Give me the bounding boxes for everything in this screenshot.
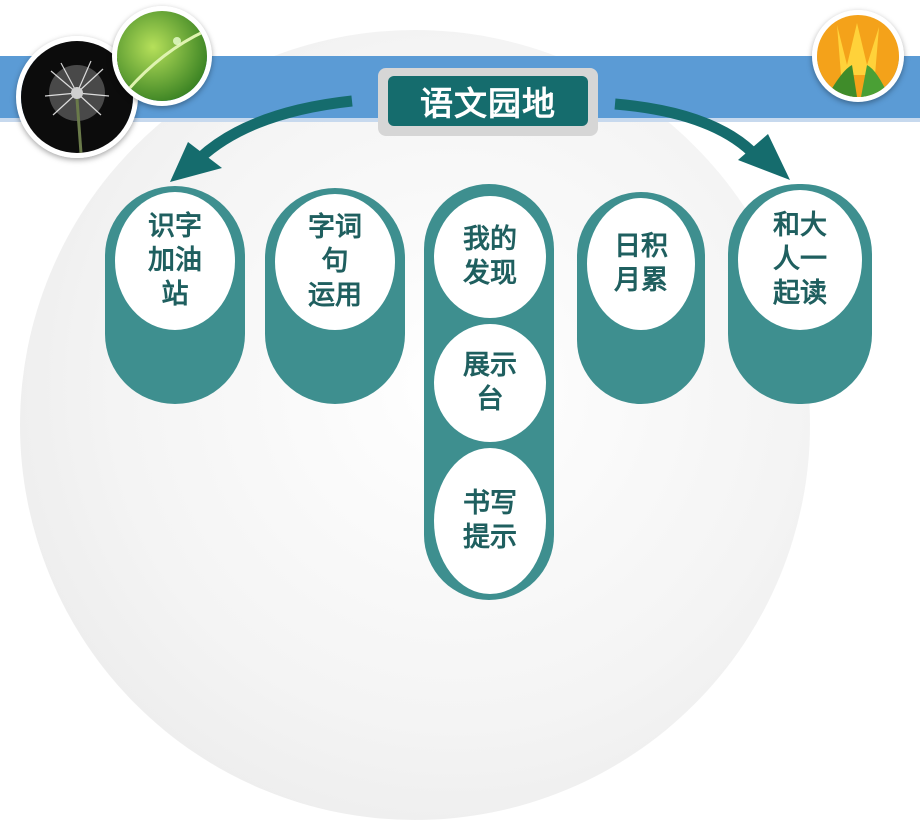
- item-label-2: 字词 句 运用: [308, 212, 362, 311]
- item-bubble-3[interactable]: 日积 月累: [587, 198, 695, 330]
- background-circle: [20, 30, 810, 820]
- center-bubble-3[interactable]: 书写 提示: [434, 448, 546, 594]
- item-bubble-2[interactable]: 字词 句 运用: [275, 194, 395, 330]
- right-arrow-shaft: [614, 98, 756, 157]
- page-title: 语文园地: [388, 76, 588, 126]
- green-leaf-photo-icon: [112, 6, 212, 106]
- left-arrow-shaft: [196, 95, 353, 163]
- center-label-3: 书写 提示: [463, 488, 517, 553]
- center-bubble-2[interactable]: 展示 台: [434, 324, 546, 442]
- right-arrow-head-icon: [738, 134, 790, 180]
- center-label-1: 我的 发现: [463, 224, 517, 289]
- left-arrow-head-icon: [170, 142, 222, 182]
- item-label-4: 和大 人一 起读: [773, 210, 827, 309]
- center-bubble-1[interactable]: 我的 发现: [434, 196, 546, 318]
- item-bubble-1[interactable]: 识字 加油 站: [115, 192, 235, 330]
- item-label-3: 日积 月累: [614, 231, 668, 296]
- yellow-tulip-photo-icon: [812, 10, 904, 102]
- item-label-1: 识字 加油 站: [148, 211, 202, 310]
- curved-arrows: [170, 95, 790, 182]
- item-bubble-4[interactable]: 和大 人一 起读: [738, 190, 862, 330]
- center-label-2: 展示 台: [463, 350, 517, 415]
